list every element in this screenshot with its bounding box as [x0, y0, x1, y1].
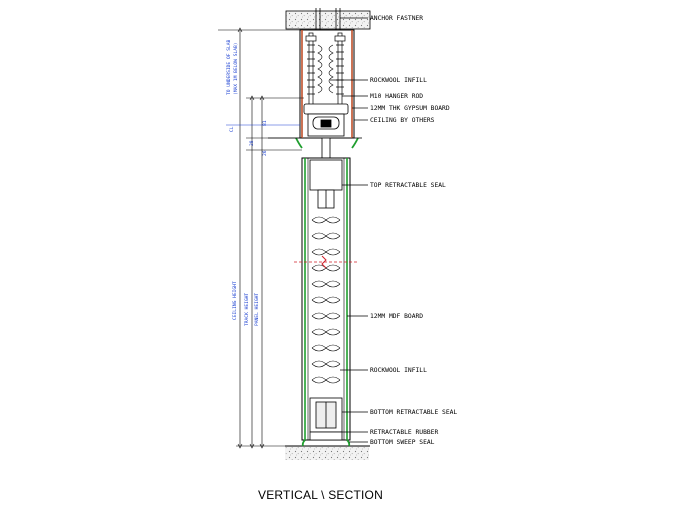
dim-ceiling-height: CEILING HEIGHT	[232, 281, 238, 320]
callout-hanger-rod: M10 HANGER ROD	[370, 93, 423, 100]
rockwool-panel	[311, 216, 341, 384]
dim-26: 26	[262, 150, 268, 156]
callout-anchor-fastner: ANCHOR FASTNER	[370, 15, 423, 22]
carrier-stem	[321, 137, 331, 159]
hanger-rods	[305, 32, 346, 106]
callout-sweep-seal: BOTTOM SWEEP SEAL	[370, 439, 435, 446]
dimension-lines	[218, 27, 304, 449]
callout-rockwool-top: ROCKWOOL INFILL	[370, 77, 427, 84]
break-symbol	[321, 255, 327, 269]
dim-track-height: TRACK HEIGHT	[244, 293, 250, 326]
callout-retractable-rubber: RETRACTABLE RUBBER	[370, 429, 438, 436]
anchor-fasteners	[315, 8, 341, 30]
bottom-seal-mechanism	[309, 397, 343, 441]
dim-81: 81	[262, 120, 268, 126]
top-slab	[285, 10, 371, 30]
callout-top-seal: TOP RETRACTABLE SEAL	[370, 182, 446, 189]
callout-gypsum-board: 12MM THK GYPSUM BOARD	[370, 105, 450, 112]
callout-bottom-seal: BOTTOM RETRACTABLE SEAL	[370, 409, 457, 416]
callout-mdf-board: 12MM MDF BOARD	[370, 313, 423, 320]
top-seal-mechanism	[309, 159, 343, 209]
floor-slab	[285, 446, 369, 460]
ceiling-seal-right	[351, 137, 359, 149]
callout-rockwool-panel: ROCKWOOL INFILL	[370, 367, 427, 374]
dim-panel-height: PANEL HEIGHT	[254, 293, 260, 326]
dim-cl: CL	[229, 126, 235, 132]
dim-to-slab-note: (MAX 1M BELOW SLAB)	[233, 42, 239, 95]
drawing-caption: VERTICAL \ SECTION	[258, 488, 383, 502]
track-profile	[303, 103, 349, 137]
rockwool-head	[317, 44, 334, 94]
callout-leaders	[330, 17, 368, 443]
bottom-sweep-right	[346, 439, 351, 447]
bottom-sweep-left	[301, 439, 306, 447]
dim-28: 28	[249, 140, 255, 146]
dim-to-slab: TO UNDERSIDE OF SLAB	[226, 39, 232, 95]
ceiling-seal-left	[295, 137, 303, 149]
callout-ceiling: CEILING BY OTHERS	[370, 117, 435, 124]
